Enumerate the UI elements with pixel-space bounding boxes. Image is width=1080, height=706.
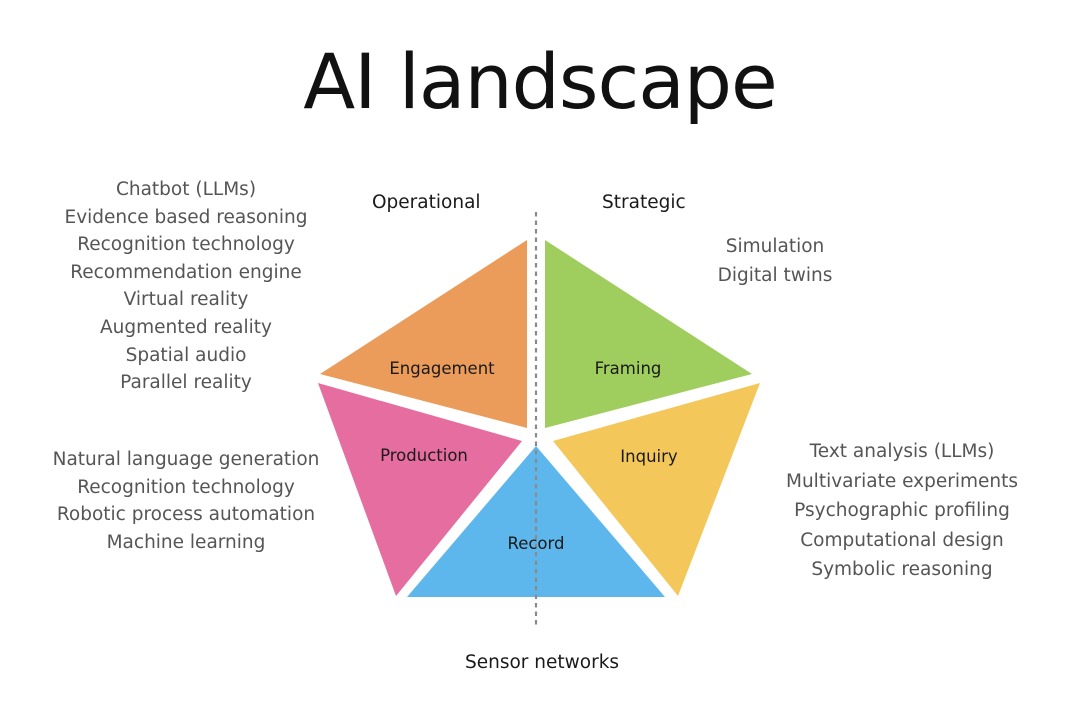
engagement-technology-list: Chatbot (LLMs) Evidence based reasoning …: [40, 176, 332, 397]
production-technology-list: Natural language generation Recognition …: [40, 446, 332, 556]
list-item: Recognition technology: [77, 476, 295, 498]
segment-inquiry: [553, 383, 760, 596]
list-item: Simulation: [725, 236, 825, 257]
framing-technology-list: Simulation Digital twins: [690, 232, 860, 290]
segment-framing: [545, 240, 752, 428]
list-item: Robotic process automation: [56, 504, 316, 525]
list-item: Virtual reality: [123, 289, 249, 311]
list-item: Natural language generation: [52, 449, 320, 470]
inquiry-technology-list: Text analysis (LLMs) Multivariate experi…: [768, 437, 1036, 585]
list-item: Recommendation engine: [70, 261, 302, 283]
list-item: Machine learning: [106, 531, 266, 553]
operational-label: Operational: [372, 192, 481, 213]
segment-label-framing: Framing: [595, 359, 662, 378]
segment-engagement: [320, 240, 527, 428]
list-item: Parallel reality: [120, 372, 252, 394]
sensor-networks-label: Sensor networks: [465, 652, 620, 673]
list-item: Digital twins: [717, 265, 833, 286]
segment-production: [318, 383, 522, 596]
segment-label-record: Record: [507, 534, 564, 553]
segment-label-inquiry: Inquiry: [620, 447, 678, 466]
list-item: Symbolic reasoning: [811, 559, 993, 580]
list-item: Chatbot (LLMs): [115, 179, 257, 200]
strategic-label: Strategic: [602, 192, 686, 213]
segment-label-engagement: Engagement: [389, 359, 495, 378]
list-item: Evidence based reasoning: [64, 206, 308, 228]
segment-label-production: Production: [380, 446, 468, 465]
list-item: Spatial audio: [125, 344, 247, 366]
list-item: Augmented reality: [100, 316, 272, 338]
list-item: Multivariate experiments: [786, 470, 1018, 492]
list-item: Computational design: [800, 529, 1004, 551]
slide-title: AI landscape: [303, 37, 778, 126]
list-item: Text analysis (LLMs): [809, 441, 995, 462]
list-item: Recognition technology: [77, 234, 295, 256]
list-item: Psychographic profiling: [794, 500, 1010, 521]
